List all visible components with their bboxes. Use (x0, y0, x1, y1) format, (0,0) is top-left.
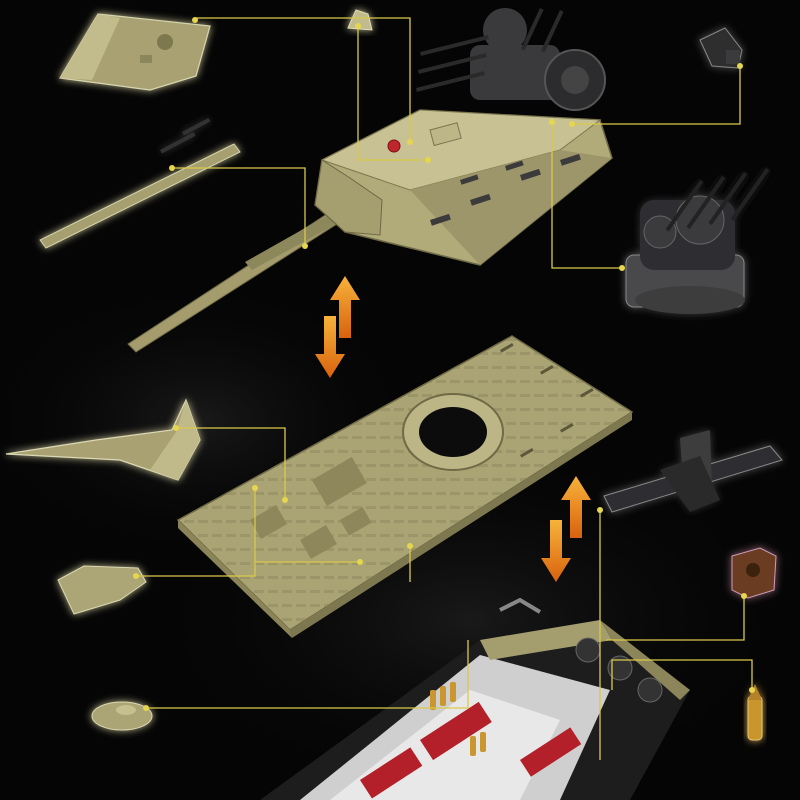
callout-line (357, 24, 428, 161)
callout-line (194, 17, 411, 142)
gun-bracket-part (699, 27, 743, 69)
main-gun-barrel-lower (245, 214, 340, 270)
callout-dot (597, 507, 603, 513)
turret-assembly (127, 8, 613, 353)
callout-line (172, 167, 306, 246)
turret-mantlet (314, 159, 383, 236)
callout-line (606, 596, 745, 641)
turret-ring-opening (419, 407, 487, 457)
callout-line (551, 122, 622, 269)
side-plate-part (57, 565, 147, 615)
red-sight (387, 139, 401, 153)
engine-deck-details (250, 457, 372, 560)
round-hatch-part (91, 701, 153, 731)
assembly-arrow-upper (315, 276, 360, 378)
turret-side-details (430, 153, 581, 226)
callout-line (146, 640, 469, 709)
turret-roof (320, 109, 602, 191)
callout-dots (133, 17, 755, 711)
callout-dot (569, 121, 575, 127)
callout-lines (136, 17, 753, 760)
callout-dot (252, 485, 258, 491)
ammo-rack (430, 682, 486, 756)
callout-line (136, 488, 256, 577)
callout-dot (425, 157, 431, 163)
callout-line (572, 66, 741, 125)
callout-dot (192, 17, 198, 23)
callout-dot (133, 573, 139, 579)
callout-dot (355, 23, 361, 29)
deck-vents (500, 342, 594, 458)
lower-hull (260, 597, 690, 800)
turret-front-plate-part (59, 13, 211, 91)
callout-dot (143, 705, 149, 711)
front-glacis-part (5, 398, 201, 481)
ammo-shell-part (747, 684, 763, 741)
callout-dot (619, 265, 625, 271)
red-interior-parts (360, 701, 582, 799)
hull-deck-plate (176, 335, 634, 638)
aa-turret-part (625, 168, 770, 314)
callout-dot (549, 119, 555, 125)
assembly-arrow-lower (541, 476, 591, 582)
callout-line (611, 659, 753, 690)
callout-dot (302, 243, 308, 249)
wheel-hub-part (731, 547, 777, 599)
callout-dot (737, 63, 743, 69)
spare-barrel-part (39, 117, 241, 249)
turret-aa-gun (416, 8, 606, 111)
callout-dot (741, 593, 747, 599)
track-guard-bracket-part (603, 430, 783, 513)
callout-dot (173, 425, 179, 431)
callout-dot (169, 165, 175, 171)
callout-line (176, 427, 286, 500)
callout-dot (749, 687, 755, 693)
callout-dot (407, 139, 413, 145)
turret-side (410, 150, 612, 265)
callout-dot (357, 559, 363, 565)
callout-dot (282, 497, 288, 503)
hatch-cone-part (347, 9, 373, 31)
hatch (429, 122, 462, 147)
callout-dot (407, 543, 413, 549)
